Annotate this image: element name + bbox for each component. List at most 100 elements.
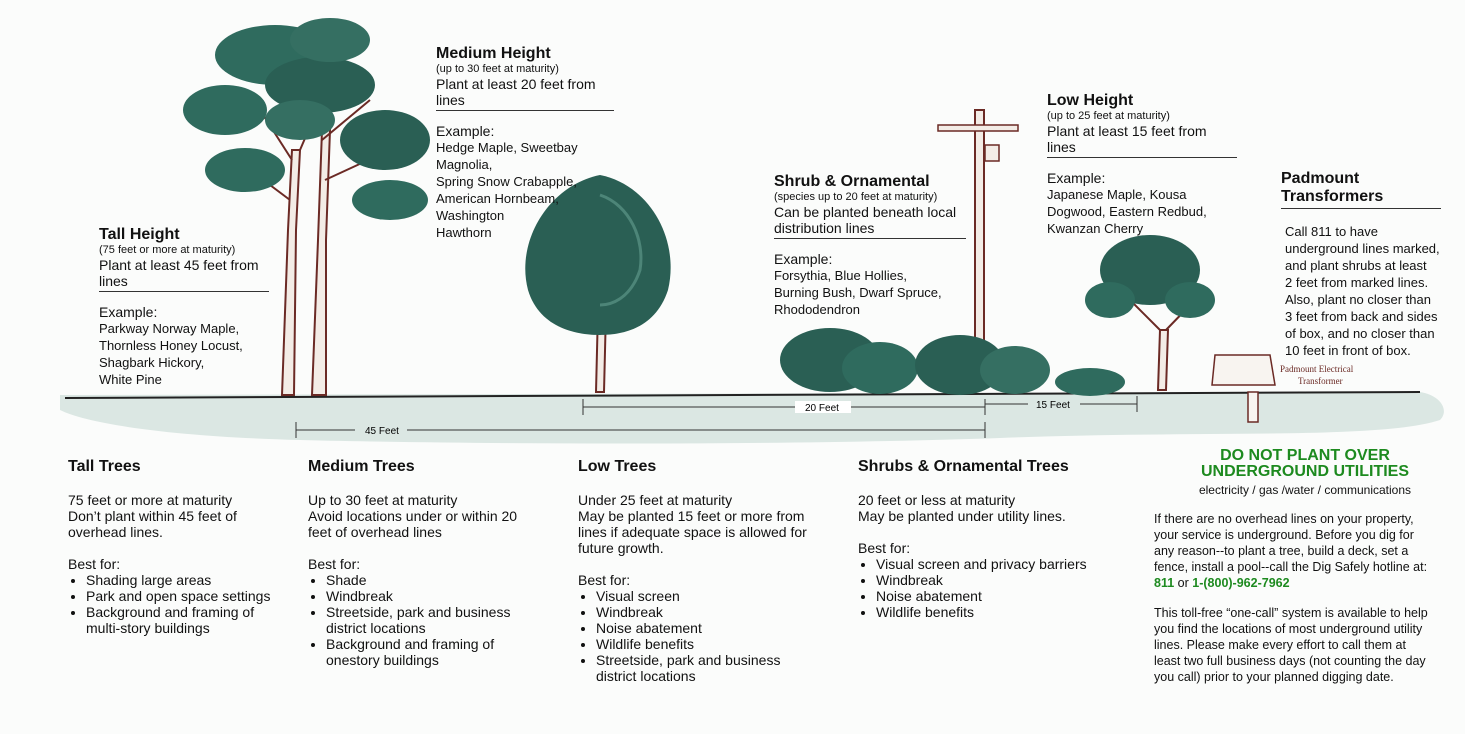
list-item: Streetside, park and business district l… — [326, 604, 531, 636]
caption-medium-example: Hawthorn — [436, 225, 492, 240]
list-item: Windbreak — [326, 588, 531, 604]
caption-medium-note: (up to 30 feet at maturity) — [436, 63, 559, 75]
measure-45: 45 Feet — [295, 422, 986, 438]
caption-padmount-title-2: Transformers — [1281, 188, 1384, 205]
para-line: This toll-free “one-call” system is avai… — [1154, 606, 1428, 620]
column-heading: Medium Trees — [308, 458, 415, 475]
column-desc: lines if adequate space is allowed for — [578, 524, 807, 540]
utilities-para-1: If there are no overhead lines on your p… — [1150, 511, 1460, 591]
best-for-label: Best for: — [858, 540, 911, 556]
list-item: Visual screen — [596, 588, 811, 604]
padmount-line: Also, plant no closer than — [1285, 292, 1431, 307]
caption-shrub-example-label: Example: — [774, 251, 833, 267]
caption-tall-plant-1: Plant at least 45 feet from — [99, 257, 259, 273]
tall-tree — [183, 18, 430, 396]
column-medium-trees: Medium Trees Up to 30 feet at maturity A… — [308, 458, 543, 668]
transformer-label-1: Padmount Electrical — [1280, 364, 1354, 374]
caption-medium: Medium Height (up to 30 feet at maturity… — [436, 45, 614, 241]
caption-tall-note: (75 feet or more at maturity) — [99, 244, 236, 256]
utility-types: electricity / gas /water / communication… — [1198, 483, 1412, 497]
low-tree — [1085, 235, 1215, 391]
para-line: lines. Please make every effort to call … — [1154, 638, 1406, 652]
caption-padmount-body: Call 811 to have underground lines marke… — [1281, 223, 1441, 359]
ground-band — [60, 392, 1444, 444]
caption-low-note: (up to 25 feet at maturity) — [1047, 110, 1170, 122]
caption-medium-example: Spring Snow Crabapple, — [436, 174, 577, 189]
best-for-label: Best for: — [308, 556, 361, 572]
caption-medium-example: Washington — [436, 208, 505, 223]
list-item: Background and framing of onestory build… — [326, 636, 531, 668]
caption-shrub-example: Rhododendron — [774, 302, 861, 317]
para-line: least two full business days (not counti… — [1154, 654, 1426, 668]
caption-shrub: Shrub & Ornamental (species up to 20 fee… — [774, 173, 966, 318]
caption-low-plant: Plant at least 15 feet from lines — [1047, 123, 1237, 158]
column-desc: Up to 30 feet at maturity — [308, 492, 458, 508]
padmount-line: 10 feet in front of box. — [1285, 343, 1411, 358]
caption-tall-plant: Plant at least 45 feet from lines — [99, 257, 269, 292]
caption-shrub-plant-2: distribution lines — [774, 220, 875, 236]
warning-line-1: DO NOT PLANT OVER — [1220, 447, 1390, 464]
best-for-list: Visual screen and privacy barriers Windb… — [858, 556, 1113, 620]
utilities-panel: DO NOT PLANT OVER UNDERGROUND UTILITIES … — [1150, 448, 1460, 685]
caption-low-title: Low Height — [1047, 92, 1134, 109]
caption-medium-plant: Plant at least 20 feet from lines — [436, 76, 614, 111]
padmount-line: underground lines marked, — [1285, 241, 1440, 256]
caption-shrub-example: Burning Bush, Dwarf Spruce, — [774, 285, 942, 300]
caption-padmount-title: Padmount Transformers — [1281, 170, 1441, 209]
caption-low-example: Japanese Maple, Kousa — [1047, 187, 1187, 202]
caption-medium-plant-2: lines — [436, 92, 465, 108]
measure-20-label: 20 Feet — [805, 403, 839, 414]
best-for-list: Visual screen Windbreak Noise abatement … — [578, 588, 811, 684]
caption-medium-example: Hedge Maple, Sweetbay Magnolia, — [436, 140, 578, 172]
caption-low-plant-2: lines — [1047, 139, 1076, 155]
column-desc: 20 feet or less at maturity — [858, 492, 1016, 508]
caption-tall-plant-2: lines — [99, 273, 128, 289]
padmount-line: 2 feet from marked lines. — [1285, 275, 1429, 290]
column-desc: overhead lines. — [68, 524, 163, 540]
caption-low: Low Height (up to 25 feet at maturity) P… — [1047, 92, 1237, 237]
para-line: you find the locations of most undergrou… — [1154, 622, 1423, 636]
hotline-or: or — [1177, 576, 1189, 590]
list-item: Shading large areas — [86, 572, 293, 588]
measure-15-label: 15 Feet — [1036, 400, 1070, 411]
padmount-line: 3 feet from back and sides — [1285, 309, 1438, 324]
utilities-para-2: This toll-free “one-call” system is avai… — [1150, 605, 1460, 685]
caption-medium-plant-1: Plant at least 20 feet from — [436, 76, 596, 92]
caption-shrub-title: Shrub & Ornamental — [774, 173, 930, 190]
best-for-list: Shade Windbreak Streetside, park and bus… — [308, 572, 531, 668]
transformer-label-2: Transformer — [1298, 376, 1343, 386]
column-desc: future growth. — [578, 540, 664, 556]
caption-padmount-title-1: Padmount — [1281, 170, 1360, 187]
padmount-line: and plant shrubs at least — [1285, 258, 1427, 273]
list-item: Windbreak — [596, 604, 811, 620]
warning-title: DO NOT PLANT OVER UNDERGROUND UTILITIES — [1150, 448, 1460, 480]
caption-tall: Tall Height (75 feet or more at maturity… — [99, 226, 269, 388]
best-for-list: Shading large areas Park and open space … — [68, 572, 293, 636]
caption-tall-example: White Pine — [99, 372, 162, 387]
caption-shrub-note: (species up to 20 feet at maturity) — [774, 191, 938, 203]
column-heading: Low Trees — [578, 458, 657, 475]
caption-low-plant-1: Plant at least 15 feet from — [1047, 123, 1207, 139]
column-tall-trees: Tall Trees 75 feet or more at maturity D… — [68, 458, 293, 636]
caption-tall-example: Thornless Honey Locust, — [99, 338, 243, 353]
list-item: Visual screen and privacy barriers — [876, 556, 1113, 572]
measure-45-label: 45 Feet — [365, 426, 399, 437]
caption-medium-example-label: Example: — [436, 123, 495, 139]
hotline-line: 811 or 1-(800)-962-7962 — [1154, 575, 1460, 591]
para-line: If there are no overhead lines on your p… — [1154, 512, 1414, 526]
list-item: Wildlife benefits — [596, 636, 811, 652]
column-desc: feet of overhead lines — [308, 524, 442, 540]
padmount-transformer: Padmount Electrical Transformer — [1211, 354, 1354, 423]
hotline-811[interactable]: 811 — [1154, 576, 1175, 590]
list-item: Wildlife benefits — [876, 604, 1113, 620]
list-item-text: Background and framing of — [86, 604, 255, 620]
para-line: your service is underground. Before you … — [1154, 528, 1414, 542]
caption-tall-example: Parkway Norway Maple, — [99, 321, 240, 336]
column-shrubs: Shrubs & Ornamental Trees 20 feet or les… — [858, 458, 1113, 620]
best-for-label: Best for: — [578, 572, 631, 588]
medium-tree — [525, 175, 671, 393]
column-desc: Don’t plant within 45 feet of — [68, 508, 237, 524]
hotline-phone[interactable]: 1-(800)-962-7962 — [1192, 576, 1290, 590]
list-item: Park and open space settings — [86, 588, 293, 604]
caption-medium-title: Medium Height — [436, 45, 551, 62]
